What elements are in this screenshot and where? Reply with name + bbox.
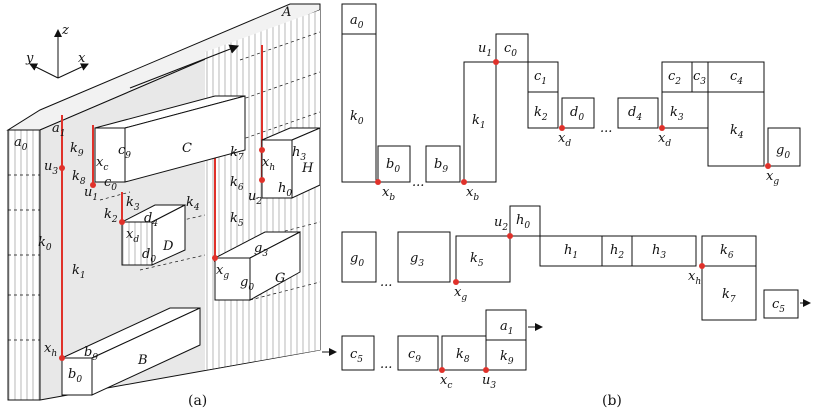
axis-x-label: x xyxy=(78,51,86,66)
seam-point-xb xyxy=(375,179,381,185)
cell-rect xyxy=(701,265,757,321)
panel-b-points: xb xb u1 xd xd xg xg u2 xh xc u3 xyxy=(375,41,779,391)
point-label-xg: xg xyxy=(454,285,467,303)
ellipsis: ... xyxy=(380,275,392,290)
cell-rect xyxy=(707,91,765,167)
cell-rect xyxy=(661,61,693,93)
point-label-xd: xd xyxy=(558,131,571,149)
block-a-label: A xyxy=(281,5,291,20)
point-label-u2: u2 xyxy=(494,215,508,233)
seam-point-u2 xyxy=(507,233,513,239)
cell-rect xyxy=(397,231,451,283)
ellipsis: ... xyxy=(412,175,424,190)
cell-rect xyxy=(561,97,595,129)
flow-arrows xyxy=(322,299,811,356)
block-g: G xyxy=(214,231,301,301)
seam-point-xd xyxy=(659,125,665,131)
seam-point-xd xyxy=(559,125,565,131)
wall-left-face xyxy=(7,129,41,401)
panel-a: z x y A xyxy=(6,3,321,409)
point-label-u3: u3 xyxy=(482,373,496,391)
cell-rect xyxy=(341,335,375,371)
cell-rect xyxy=(539,235,603,267)
cell-rect xyxy=(485,339,527,371)
cell-rect xyxy=(763,289,799,319)
point-label-xd: xd xyxy=(658,131,671,149)
axis-y-label: y xyxy=(25,51,34,66)
cell-rect xyxy=(601,235,633,267)
point-label-xg: xg xyxy=(766,169,779,187)
point-label-xh: xh xyxy=(688,269,701,287)
seam-point-u3 xyxy=(483,367,489,373)
direction-arrow-icon xyxy=(129,44,240,89)
block-d: D xyxy=(121,204,186,266)
cell-rect xyxy=(661,91,709,129)
cell-rect xyxy=(341,231,377,283)
cell-rect xyxy=(701,235,757,267)
caption-b: (b) xyxy=(602,393,622,409)
seam-point-xc xyxy=(439,367,445,373)
seam-point-xg xyxy=(453,279,459,285)
cell-rect xyxy=(485,309,527,341)
cell-rect xyxy=(455,235,511,283)
cell-rect xyxy=(341,3,377,35)
caption-a: (a) xyxy=(188,393,207,409)
panel-b-cells xyxy=(341,3,801,371)
block-h: H xyxy=(261,127,321,199)
block-c-label: C xyxy=(182,141,192,156)
point-label-xc: xc xyxy=(440,373,452,391)
point-label-xb: xb xyxy=(382,185,395,203)
seam-point-u1 xyxy=(493,59,499,65)
seam-point-xg xyxy=(765,163,771,169)
point-label-xb: xb xyxy=(466,185,479,203)
point-label-u1: u1 xyxy=(478,41,492,59)
ellipsis: ... xyxy=(600,121,612,136)
block-d-label: D xyxy=(162,239,174,254)
block-c: C xyxy=(94,95,246,183)
cell-rect xyxy=(425,145,461,183)
cell-rect xyxy=(341,33,377,183)
block-b-label: B xyxy=(137,353,148,368)
axis-z-label: z xyxy=(61,23,69,38)
seam-point-xh xyxy=(699,263,705,269)
cell-rect xyxy=(509,205,541,237)
block-g-label: G xyxy=(275,271,285,286)
axes-icon: z x y xyxy=(25,23,89,79)
cell-rect xyxy=(631,235,697,267)
cell-rect xyxy=(441,335,487,371)
seam-point-xb xyxy=(461,179,467,185)
cell-rect xyxy=(463,61,497,183)
cell-rect xyxy=(767,127,801,167)
cell-rect xyxy=(397,335,439,371)
cell-rect xyxy=(527,91,559,129)
ellipsis: ... xyxy=(380,357,392,372)
cell-rect xyxy=(495,33,529,63)
seam-points xyxy=(59,147,265,361)
block-b: B xyxy=(61,307,201,396)
cell-rect xyxy=(377,145,411,183)
block-h-label: H xyxy=(301,161,314,176)
cell-rect xyxy=(617,97,659,129)
